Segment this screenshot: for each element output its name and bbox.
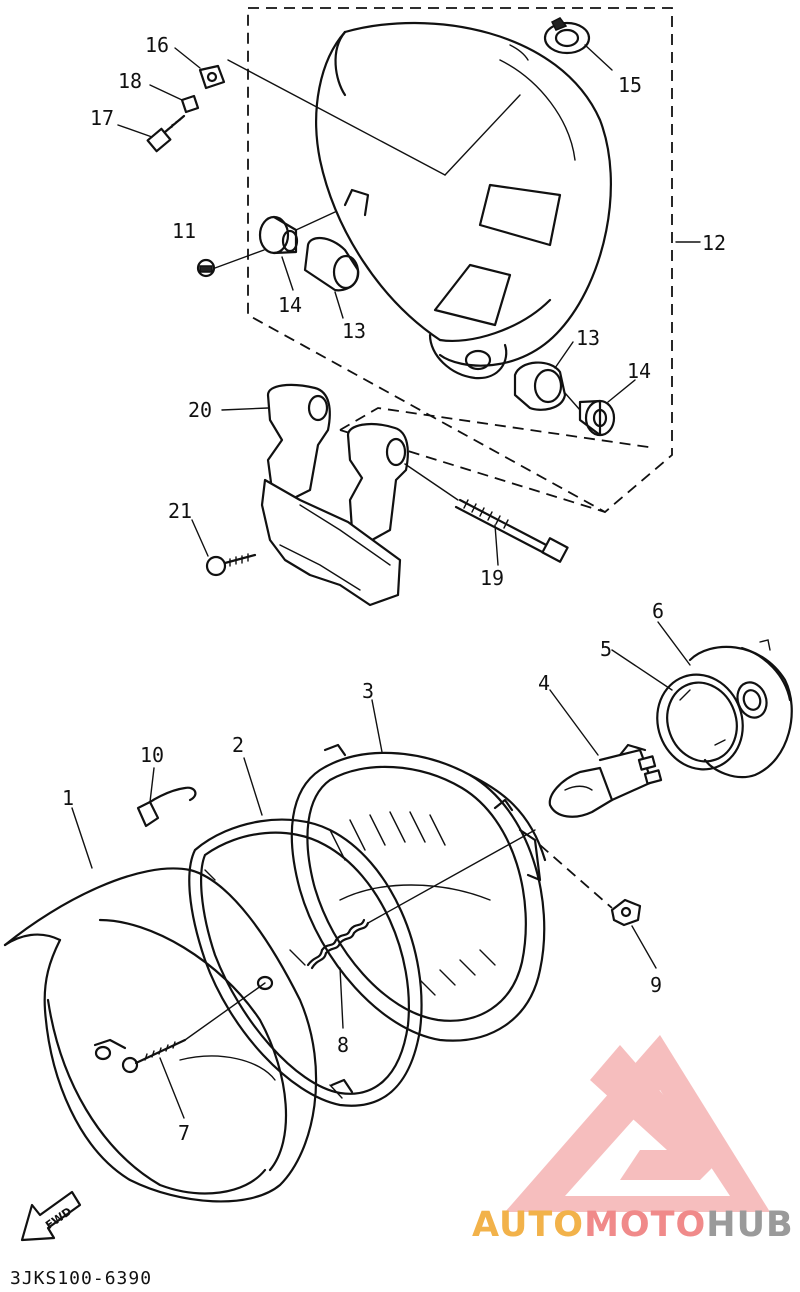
callout-14-lower: 14 xyxy=(627,359,651,383)
callout-leaders xyxy=(71,44,701,1119)
callout-7: 7 xyxy=(178,1121,190,1145)
callout-14-upper: 14 xyxy=(278,293,302,317)
callout-20: 20 xyxy=(188,398,212,422)
callout-19: 19 xyxy=(480,566,504,590)
rubber-13-lower xyxy=(513,361,567,411)
callout-21: 21 xyxy=(168,499,192,523)
leader-lines xyxy=(184,59,613,1041)
bolt-17 xyxy=(146,114,186,153)
lens-unit-3 xyxy=(290,743,547,1094)
collar-14-upper xyxy=(258,215,299,255)
nut-9 xyxy=(610,898,642,927)
callout-16: 16 xyxy=(145,33,169,57)
callout-2: 2 xyxy=(232,733,244,757)
callout-labels: 16 18 17 15 12 11 14 13 13 14 20 21 19 6… xyxy=(62,33,726,1145)
callout-9: 9 xyxy=(650,973,662,997)
bolt-19 xyxy=(454,498,569,563)
callout-11: 11 xyxy=(172,219,196,243)
callout-3: 3 xyxy=(362,679,374,703)
rim-1 xyxy=(3,867,318,1203)
callout-1: 1 xyxy=(62,786,74,810)
callout-4: 4 xyxy=(538,671,550,695)
callout-6: 6 xyxy=(652,599,664,623)
callout-18: 18 xyxy=(118,69,142,93)
callout-13-lower: 13 xyxy=(576,326,600,350)
callout-15: 15 xyxy=(618,73,642,97)
callout-5: 5 xyxy=(600,637,612,661)
socket-cap-6 xyxy=(688,639,793,779)
bulb-cover-5 xyxy=(656,673,744,771)
screw-7 xyxy=(121,1038,187,1074)
callout-12: 12 xyxy=(702,231,726,255)
screw-11 xyxy=(196,258,216,278)
watermark-logo xyxy=(505,1035,770,1212)
fwd-arrow: FWD xyxy=(20,1190,82,1242)
bracket-20 xyxy=(260,383,409,607)
clip-10 xyxy=(136,786,197,828)
spring-8 xyxy=(306,918,370,970)
callout-13-upper: 13 xyxy=(342,319,366,343)
callout-17: 17 xyxy=(90,106,114,130)
grommet-15 xyxy=(543,17,591,55)
callout-8: 8 xyxy=(337,1033,349,1057)
washer-16 xyxy=(198,64,226,90)
bolt-21 xyxy=(205,553,257,577)
watermark-text: AUTOMOTOHUB xyxy=(472,1205,794,1245)
diagram-code: 3JKS100-6390 xyxy=(10,1268,153,1289)
clip-18 xyxy=(180,94,200,114)
callout-10: 10 xyxy=(140,743,164,767)
ring-2 xyxy=(188,818,423,1107)
rubber-13-upper xyxy=(303,237,360,292)
collar-14-lower xyxy=(578,399,616,437)
bulb-4 xyxy=(548,743,663,818)
